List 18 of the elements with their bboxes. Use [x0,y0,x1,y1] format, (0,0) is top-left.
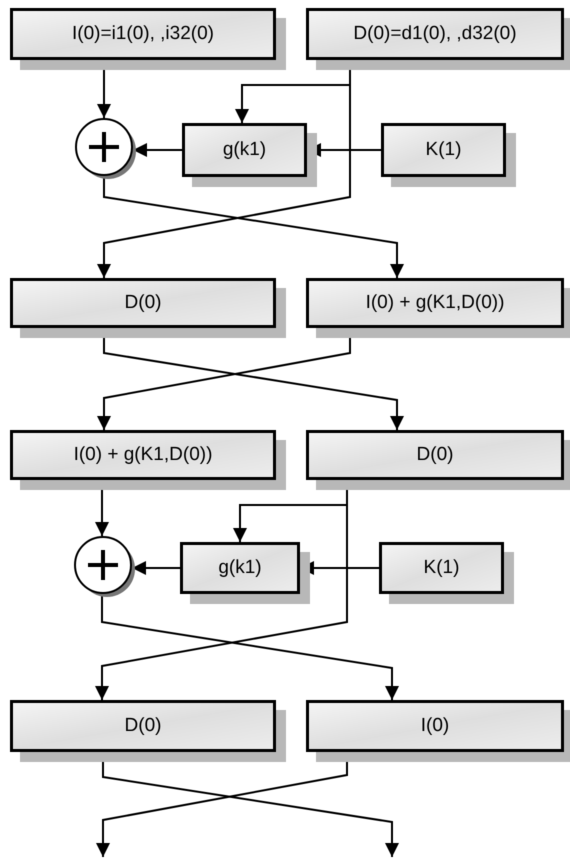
box-label: g(k1) [222,138,266,162]
box-label: D(0)=d1(0), ,d32(0) [353,22,517,46]
box-label: K(1) [424,556,460,580]
box-label: I(0) + g(K1,D(0)) [366,290,504,315]
box-label: g(k1) [218,556,262,580]
arrow [132,561,180,575]
box-label: D(0) [124,714,162,738]
arrow [133,143,182,157]
box-label: K(1) [426,138,462,162]
adder-circle [74,536,132,594]
adder-circle [75,118,133,176]
box-label: I(0) [420,714,450,738]
box-label: I(0)=i1(0), ,i32(0) [72,22,214,46]
box-label: I(0) + g(K1,D(0)) [74,442,212,467]
arrow [101,594,399,700]
box-label: D(0) [124,290,162,315]
arrow [103,176,404,278]
box-label: D(0) [416,442,454,467]
